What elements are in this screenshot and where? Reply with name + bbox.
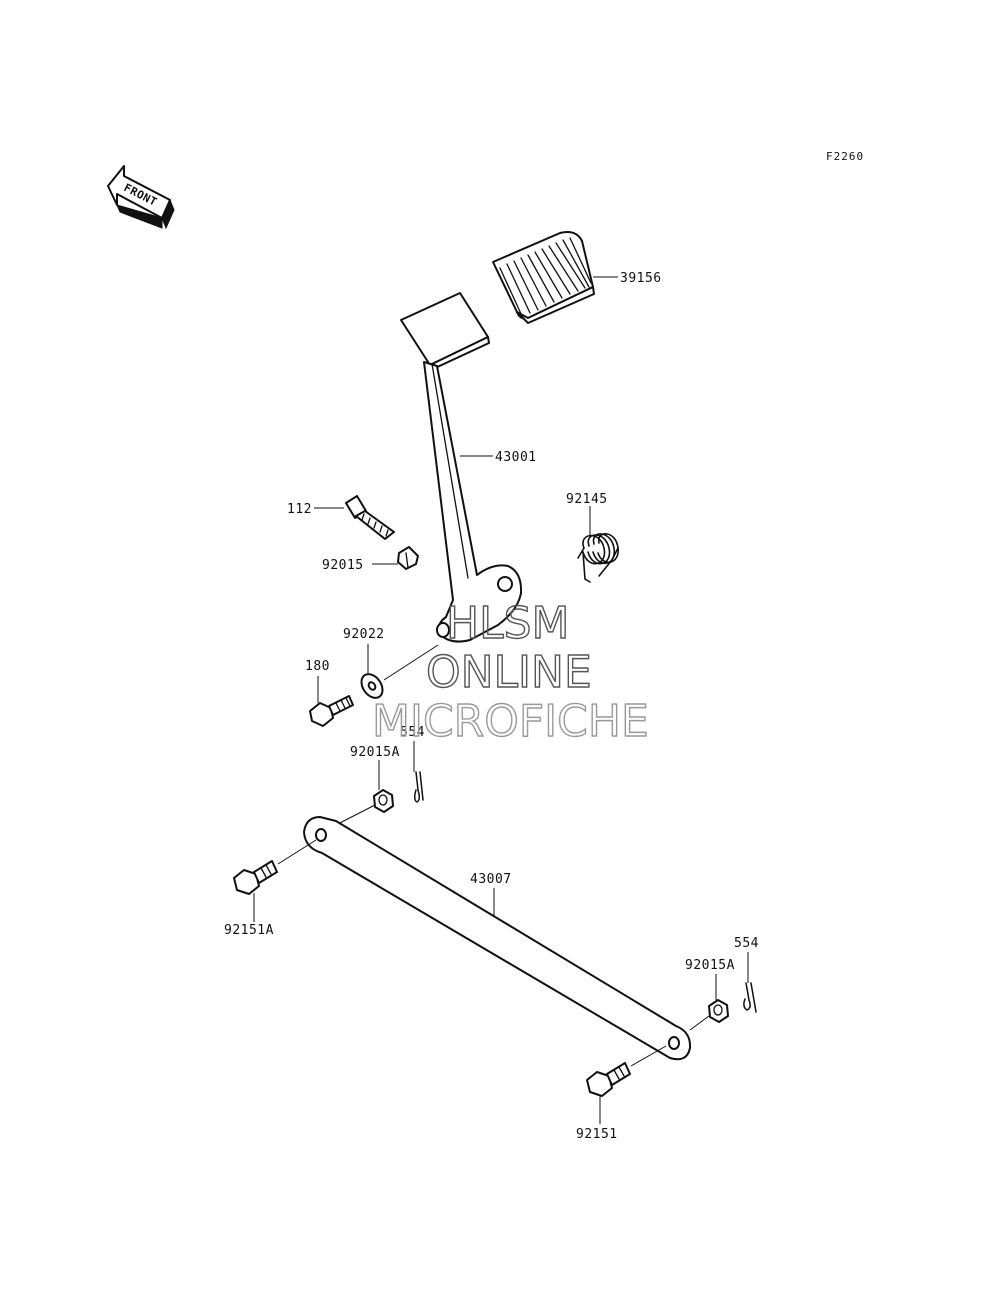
bolt-180[interactable] <box>309 695 354 727</box>
label-92151A[interactable]: 92151A <box>224 923 274 938</box>
label-92015A-upper[interactable]: 92015A <box>350 745 400 760</box>
return-spring[interactable] <box>577 533 619 583</box>
label-554-upper[interactable]: 554 <box>400 725 425 740</box>
figure-reference: F2260 <box>826 150 864 163</box>
centerline-92151 <box>630 1045 667 1067</box>
label-92015A-lower[interactable]: 92015A <box>685 958 735 973</box>
label-43001[interactable]: 43001 <box>495 450 537 465</box>
label-43007[interactable]: 43007 <box>470 872 512 887</box>
label-180[interactable]: 180 <box>305 659 330 674</box>
washer-92022[interactable] <box>357 670 387 702</box>
front-direction-arrow-icon: FRONT <box>107 165 175 230</box>
watermark-line2: ONLINE <box>426 647 592 698</box>
label-92151[interactable]: 92151 <box>576 1127 618 1142</box>
centerline-92151A <box>277 839 317 865</box>
pivot-bolt-112[interactable] <box>345 495 395 540</box>
label-92015[interactable]: 92015 <box>322 558 364 573</box>
label-92145[interactable]: 92145 <box>566 492 608 507</box>
watermark-line3: MICROFICHE <box>372 696 649 747</box>
label-92022[interactable]: 92022 <box>343 627 385 642</box>
centerline-rod-lower <box>689 1015 710 1031</box>
brake-rod-43007[interactable] <box>303 816 692 1061</box>
cotter-pin-554-upper[interactable] <box>413 771 424 803</box>
label-39156[interactable]: 39156 <box>620 271 662 286</box>
collar-92015A-upper[interactable] <box>373 789 394 813</box>
centerline-washer <box>383 644 439 681</box>
cotter-pin-554-lower[interactable] <box>743 982 757 1013</box>
bolt-92151A[interactable] <box>233 860 278 895</box>
brake-pedal-arm[interactable] <box>400 292 523 643</box>
collar-92015[interactable] <box>397 546 419 570</box>
label-112[interactable]: 112 <box>287 502 312 517</box>
pedal-pad-rubber[interactable] <box>492 231 595 324</box>
label-554-lower[interactable]: 554 <box>734 936 759 951</box>
watermark: HLSM ONLINE MICROFICHE <box>371 597 649 747</box>
bolt-92151[interactable] <box>586 1062 631 1097</box>
watermark-line1: HLSM <box>446 598 570 649</box>
collar-92015A-lower[interactable] <box>708 999 729 1023</box>
